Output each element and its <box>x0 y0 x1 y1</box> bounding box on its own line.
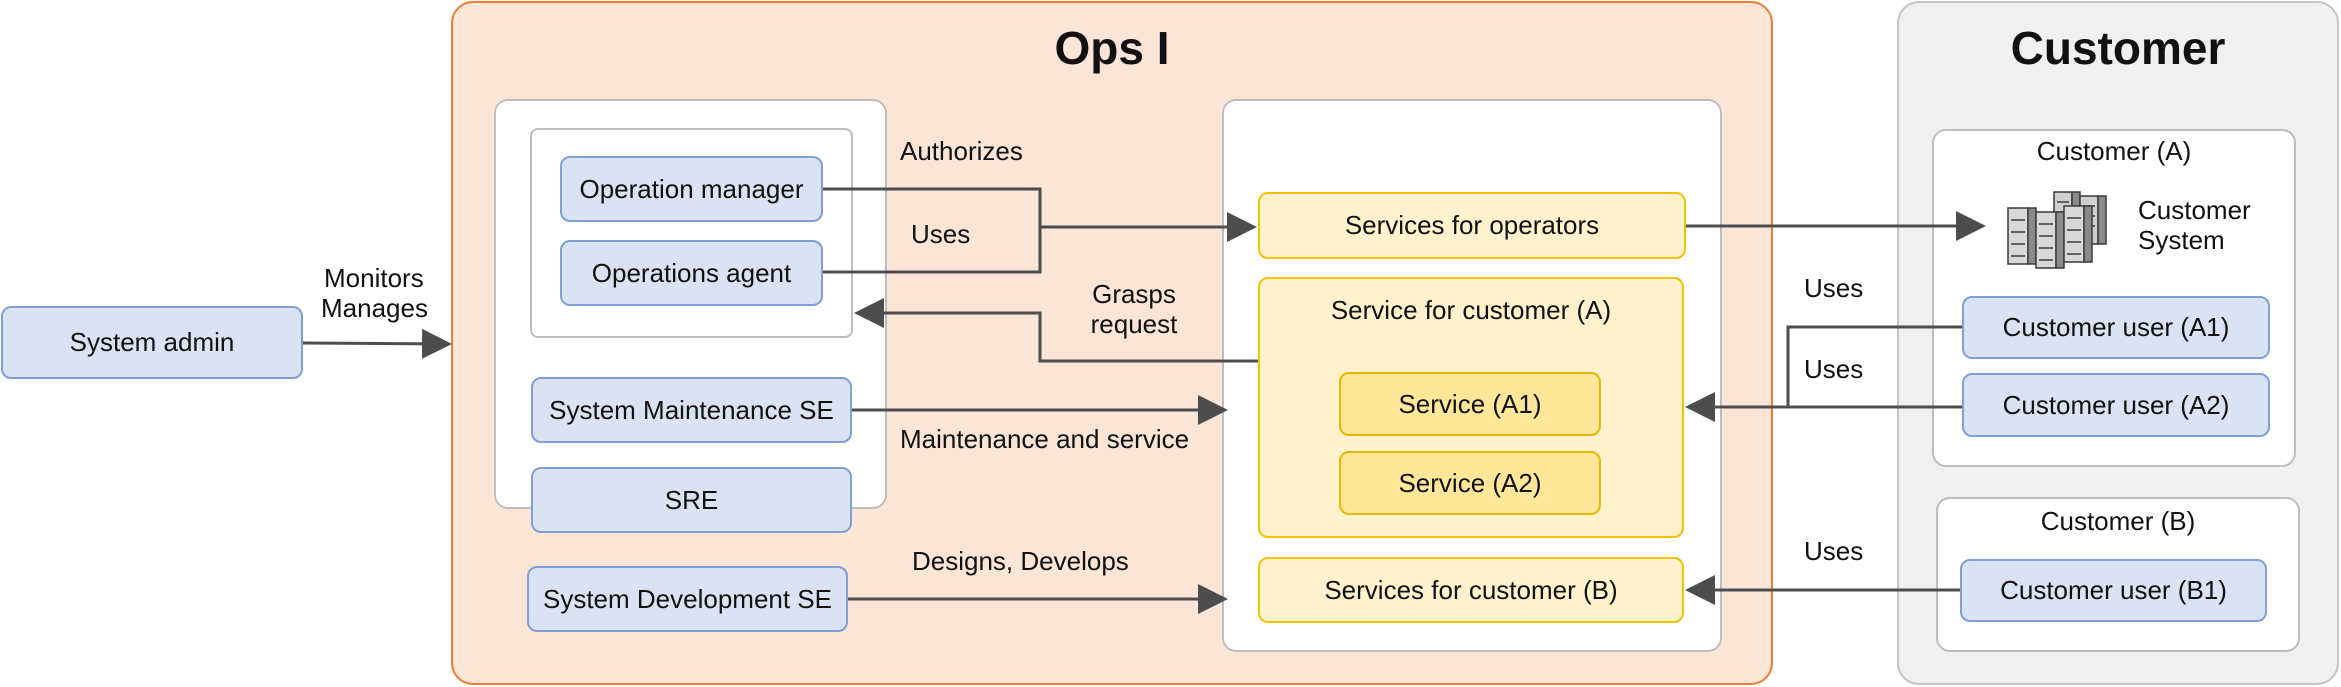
customer-region-title: Customer <box>2010 22 2226 74</box>
edge-customer-a-to-agents <box>854 298 1258 363</box>
label-designs: Designs, Develops <box>912 546 1129 576</box>
operation-manager-node: Operation manager <box>560 156 823 222</box>
system-development-se-node: System Development SE <box>527 566 848 632</box>
edge-manager-to-operators <box>823 187 1257 242</box>
customer-user-a2-node: Customer user (A2) <box>1962 373 2270 437</box>
edge-admin-to-ops <box>302 328 452 359</box>
sre-node: SRE <box>531 467 852 533</box>
system-admin-node: System admin <box>1 306 303 379</box>
label-monitors: Monitors <box>324 263 424 293</box>
customer-system-label-line1: Customer <box>2138 195 2251 225</box>
label-uses-a2: Uses <box>1804 354 1864 384</box>
ops-region-title: Ops I <box>1054 22 1170 74</box>
edge-user-a1 <box>1786 325 1962 407</box>
services-for-operators-node: Services for operators <box>1258 192 1686 259</box>
edge-agent-to-operators <box>823 227 1042 274</box>
customer-b-label: Customer (B) <box>2040 505 2196 536</box>
label-grasps: Grasps <box>1092 279 1176 309</box>
label-maintenance: Maintenance and service <box>900 424 1190 454</box>
label-uses-ops: Uses <box>911 219 971 249</box>
service-for-customer-a-label: Service for customer (A) <box>1330 294 1612 325</box>
label-uses-b1: Uses <box>1804 536 1864 566</box>
label-request: request <box>1090 309 1178 339</box>
service-a1-node: Service (A1) <box>1339 372 1601 436</box>
system-maintenance-se-node: System Maintenance SE <box>531 377 852 443</box>
customer-a-label: Customer (A) <box>2036 135 2192 166</box>
label-manages: Manages <box>321 293 428 323</box>
service-a2-node: Service (A2) <box>1339 451 1601 515</box>
server-rack-icon <box>2007 191 2107 269</box>
label-authorizes: Authorizes <box>900 136 1023 166</box>
customer-user-a1-node: Customer user (A1) <box>1962 296 2270 359</box>
customer-system-label-line2: System <box>2138 225 2225 255</box>
services-for-customer-b-node: Services for customer (B) <box>1258 557 1684 623</box>
operations-agent-node: Operations agent <box>560 240 823 306</box>
label-uses-a1: Uses <box>1804 273 1864 303</box>
customer-user-b1-node: Customer user (B1) <box>1960 559 2267 622</box>
